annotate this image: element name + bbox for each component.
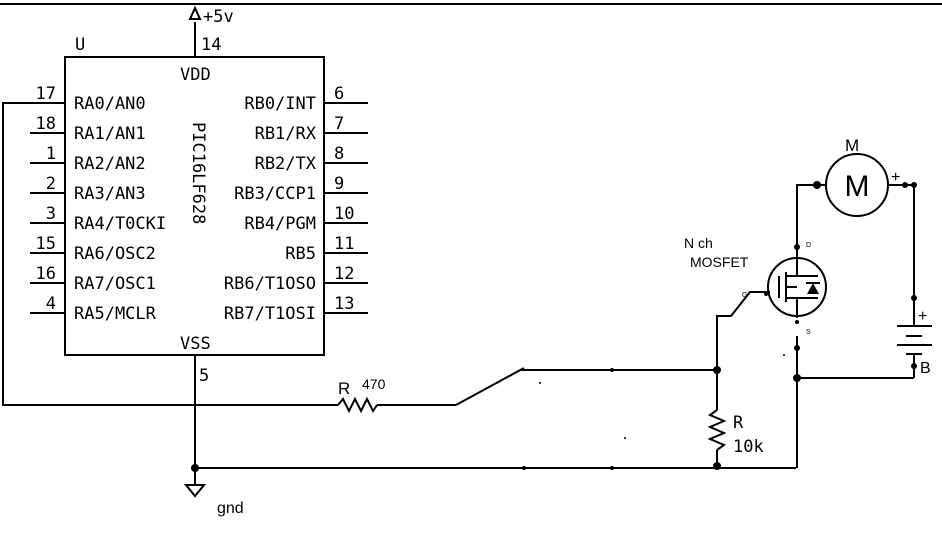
left-pin-name: RA0/AN0 bbox=[74, 94, 146, 114]
vdd-pin-number: 14 bbox=[201, 35, 221, 55]
left-pin-name: RA2/AN2 bbox=[74, 154, 146, 174]
vdd-label: VDD bbox=[180, 65, 211, 85]
ic-part-label: PIC16LF628 bbox=[188, 122, 208, 224]
motor-symbol: M bbox=[845, 170, 870, 203]
left-pin-number: 16 bbox=[36, 264, 56, 284]
left-pin-number: 4 bbox=[46, 294, 56, 314]
right-pin-number: 6 bbox=[334, 84, 344, 104]
junction-dot bbox=[911, 363, 917, 369]
right-pin-name: RB5 bbox=[285, 244, 316, 264]
junction-dot bbox=[794, 345, 800, 351]
stray-dot bbox=[783, 354, 785, 356]
right-pin-name: RB1/RX bbox=[255, 124, 317, 144]
right-pin-name: RB7/T1OSI bbox=[224, 304, 316, 324]
left-pin-name: RA4/T0CKI bbox=[74, 214, 166, 234]
right-pin-number: 12 bbox=[334, 264, 354, 284]
left-pin-number: 18 bbox=[36, 114, 56, 134]
r2-ref-label: R bbox=[733, 413, 744, 433]
gate-lead-wire bbox=[716, 291, 770, 318]
supply-label: +5v bbox=[203, 7, 234, 27]
right-pin-name: RB0/INT bbox=[244, 94, 316, 114]
wire-tick bbox=[610, 368, 614, 372]
left-pin-group: 17 18 1 2 3 15 16 4 RA0/AN0 RA1/AN1 RA2/… bbox=[30, 84, 166, 324]
motor-ref-label: M bbox=[845, 136, 859, 155]
ground-symbol-icon bbox=[183, 484, 207, 498]
wire-tick bbox=[610, 466, 614, 470]
resistor-470-icon bbox=[337, 396, 378, 414]
vss-pin-number: 5 bbox=[199, 366, 209, 386]
right-pin-name: RB6/T1OSO bbox=[224, 274, 316, 294]
junction-dot bbox=[813, 181, 821, 189]
switch-blade-icon bbox=[455, 367, 525, 406]
right-pin-number: 13 bbox=[334, 294, 354, 314]
mosfet-type-line1: N ch bbox=[684, 235, 713, 251]
ground-label: gnd bbox=[217, 500, 244, 517]
left-pin-number: 1 bbox=[46, 144, 56, 164]
left-pin-number: 3 bbox=[46, 204, 56, 224]
junction-dot bbox=[713, 366, 721, 374]
left-pin-name: RA1/AN1 bbox=[74, 124, 146, 144]
right-pin-name: RB3/CCP1 bbox=[234, 184, 316, 204]
right-pin-number: 9 bbox=[334, 174, 344, 194]
motor-plus-label: + bbox=[891, 169, 900, 186]
supply-arrow-icon bbox=[188, 5, 202, 20]
right-pin-number: 10 bbox=[334, 204, 354, 224]
r2-value-label: 10k bbox=[733, 437, 764, 457]
source-label: S bbox=[806, 329, 811, 336]
r1-value-label: 470 bbox=[362, 376, 386, 392]
source-terminal bbox=[795, 320, 799, 324]
resistor-10k-icon bbox=[707, 409, 727, 451]
junction-dot bbox=[911, 182, 917, 188]
left-pin-name: RA3/AN3 bbox=[74, 184, 146, 204]
left-pin-name: RA5/MCLR bbox=[74, 304, 157, 324]
stray-dot bbox=[539, 382, 541, 384]
right-pin-group: 6 7 8 9 10 11 12 13 RB0/INT RB1/RX RB2/T… bbox=[224, 84, 368, 324]
right-pin-number: 8 bbox=[334, 144, 344, 164]
body-diode-icon bbox=[807, 283, 819, 294]
junction-dot bbox=[191, 464, 199, 472]
drain-to-motor-wire bbox=[796, 184, 826, 252]
drain-label: D bbox=[806, 242, 811, 249]
right-pin-number: 7 bbox=[334, 114, 344, 134]
vss-label: VSS bbox=[180, 334, 211, 354]
gate-label: G bbox=[742, 292, 747, 299]
left-pin-number: 17 bbox=[36, 84, 56, 104]
left-pin-name: RA7/OSC1 bbox=[74, 274, 156, 294]
stray-dot bbox=[624, 437, 626, 439]
right-pin-name: RB2/TX bbox=[255, 154, 317, 174]
junction-dot bbox=[902, 182, 908, 188]
ra0-output-wire bbox=[2, 102, 338, 406]
motor-to-battery-wire bbox=[888, 184, 915, 298]
left-pin-name: RA6/OSC2 bbox=[74, 244, 156, 264]
right-pin-number: 11 bbox=[334, 234, 354, 254]
gate-terminal bbox=[764, 292, 768, 296]
left-pin-number: 15 bbox=[36, 234, 56, 254]
left-pin-number: 2 bbox=[46, 174, 56, 194]
mosfet-type-line2: MOSFET bbox=[690, 254, 749, 270]
battery-plus-label: + bbox=[918, 308, 927, 325]
ic-ref-label: U bbox=[75, 35, 85, 55]
battery-ref-label: B bbox=[920, 360, 931, 377]
junction-dot bbox=[713, 462, 721, 470]
r1-ref-label: R bbox=[338, 379, 350, 398]
right-pin-name: RB4/PGM bbox=[244, 214, 316, 234]
wire-tick bbox=[522, 466, 526, 470]
